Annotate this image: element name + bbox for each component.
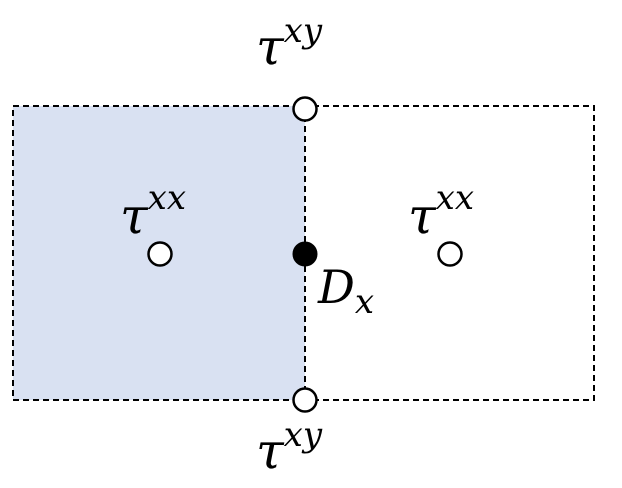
right-cell-label-base: τ: [408, 187, 437, 245]
top-label-superscript: xy: [284, 11, 323, 51]
bottom-label-base: τ: [256, 422, 285, 480]
right-cell-label-tau-xx: τxx: [408, 178, 474, 245]
face-flux-node: [292, 241, 318, 267]
left-cell-label-tau-xx: τxx: [120, 178, 186, 245]
right-cell-center-node: [437, 241, 463, 267]
left-cell-label-superscript: xx: [148, 178, 186, 218]
bottom-label-tau-xy: τxy: [256, 415, 323, 480]
left-cell-label-base: τ: [120, 187, 149, 245]
right-cell-label-superscript: xx: [436, 178, 474, 218]
top-label-tau-xy: τxy: [256, 11, 323, 76]
bottom-label-superscript: xy: [284, 415, 323, 455]
center-label-base: D: [317, 260, 355, 314]
top-label-base: τ: [256, 18, 285, 76]
left-cell-center-node: [147, 241, 173, 267]
center-label-subscript: x: [355, 282, 374, 322]
bottom-face-node: [292, 387, 318, 413]
top-face-node: [292, 96, 318, 122]
center-label-dx: Dx: [317, 260, 374, 322]
